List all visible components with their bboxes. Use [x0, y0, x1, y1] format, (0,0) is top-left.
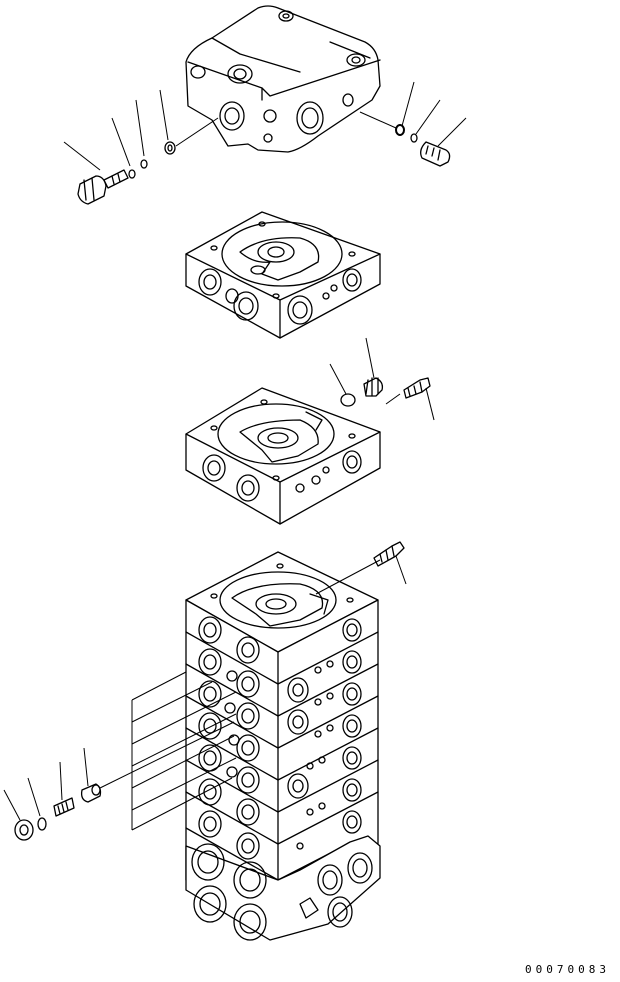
plug-assembly-bottom-left [4, 722, 234, 840]
drawing-number: 00070083 [525, 963, 610, 976]
leader-bracket [132, 672, 236, 830]
section-plate-1 [186, 212, 380, 338]
plug-bolt-left [78, 118, 218, 204]
main-valve-stack [186, 552, 380, 940]
section-plate-2 [186, 388, 380, 524]
stack-fitting [316, 542, 406, 594]
fitting-right [360, 112, 450, 166]
leader-lines-top [64, 82, 466, 170]
top-cover [186, 6, 380, 152]
relief-valve-small [330, 338, 434, 420]
